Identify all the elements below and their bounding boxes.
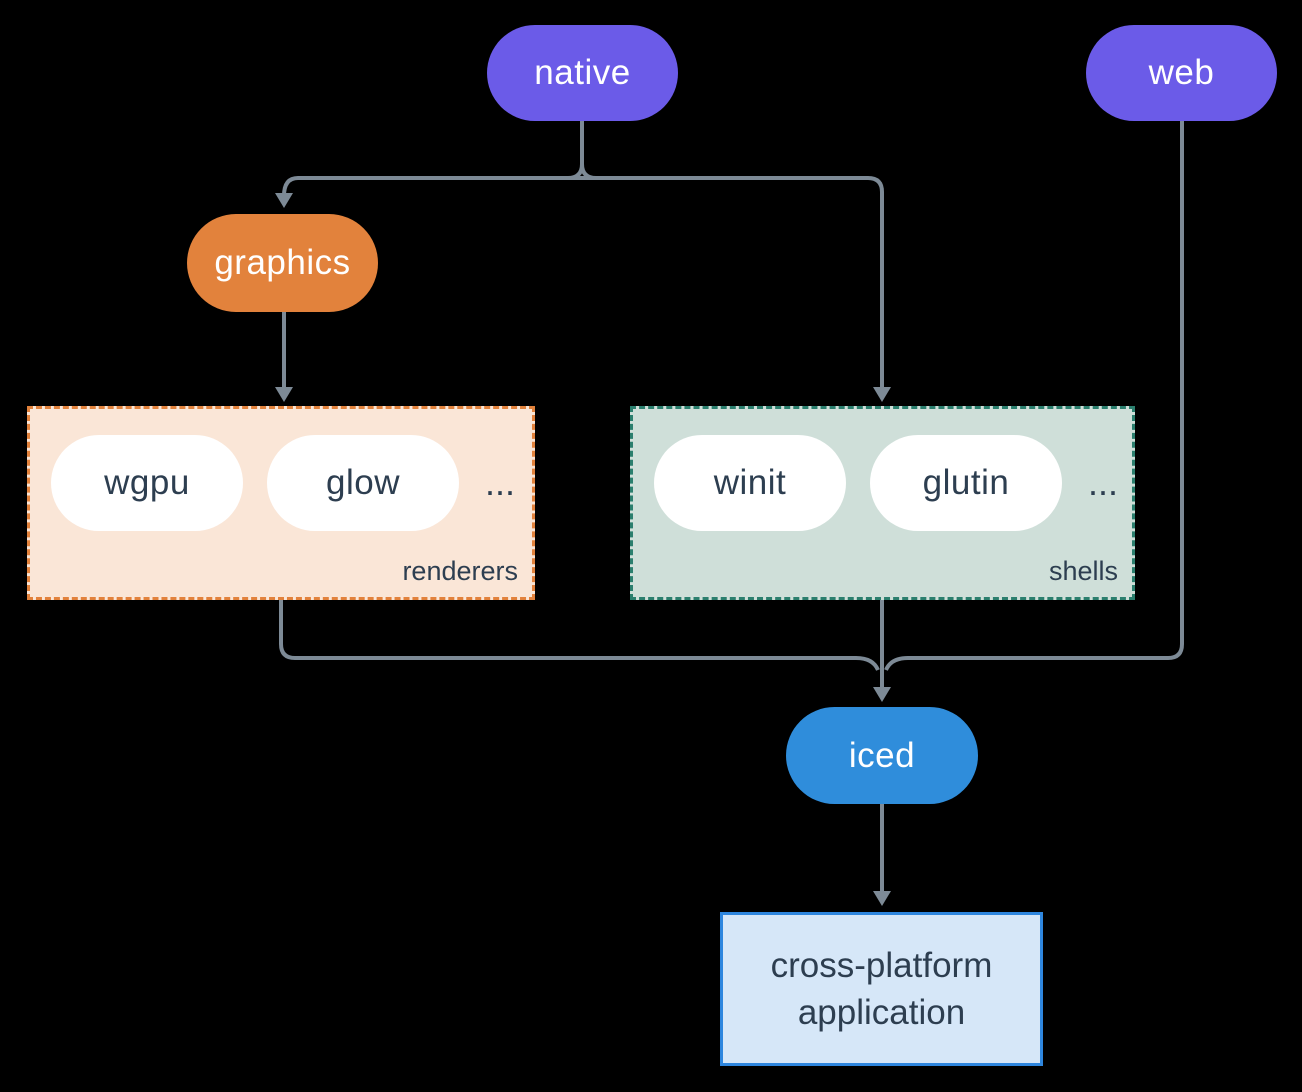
edge-top-rail xyxy=(282,176,884,388)
edge-native-fillet-left xyxy=(567,163,584,180)
arrowhead-to-shells xyxy=(873,387,891,402)
arrowhead-to-renderers xyxy=(275,387,293,402)
shells-pill-row: winit glutin ... xyxy=(633,409,1132,531)
node-winit: winit xyxy=(654,435,846,531)
group-shells: winit glutin ... shells xyxy=(630,406,1135,600)
application-label-line2: application xyxy=(797,993,966,1032)
renderers-ellipsis: ... xyxy=(485,462,516,503)
arrowhead-to-iced xyxy=(873,687,891,702)
node-glutin-label: glutin xyxy=(922,463,1010,502)
node-iced: iced xyxy=(786,707,978,804)
arrowhead-to-application xyxy=(873,891,891,906)
node-web-label: web xyxy=(1148,53,1215,92)
node-native: native xyxy=(487,25,678,121)
shells-ellipsis: ... xyxy=(1088,462,1119,503)
node-wgpu-label: wgpu xyxy=(104,463,190,502)
node-glow: glow xyxy=(267,435,459,531)
application-label-line1: cross-platform xyxy=(770,946,993,985)
node-iced-label: iced xyxy=(848,735,916,775)
node-application: cross-platform application xyxy=(720,912,1043,1066)
renderers-pill-row: wgpu glow ... xyxy=(30,409,532,531)
group-renderers: wgpu glow ... renderers xyxy=(27,406,535,600)
shells-group-label: shells xyxy=(1048,556,1118,586)
renderers-group-label: renderers xyxy=(402,556,518,586)
node-graphics: graphics xyxy=(187,214,378,312)
node-wgpu: wgpu xyxy=(51,435,243,531)
node-glow-label: glow xyxy=(326,463,400,502)
arrowhead-to-graphics xyxy=(275,193,293,208)
edge-native-fillet-right xyxy=(580,163,597,180)
node-winit-label: winit xyxy=(713,463,787,502)
edge-renderers-to-merge xyxy=(279,600,880,671)
edge-web-to-merge xyxy=(884,120,1184,671)
node-native-label: native xyxy=(534,53,631,92)
node-glutin: glutin xyxy=(870,435,1062,531)
node-graphics-label: graphics xyxy=(214,243,351,282)
node-web: web xyxy=(1086,25,1277,121)
